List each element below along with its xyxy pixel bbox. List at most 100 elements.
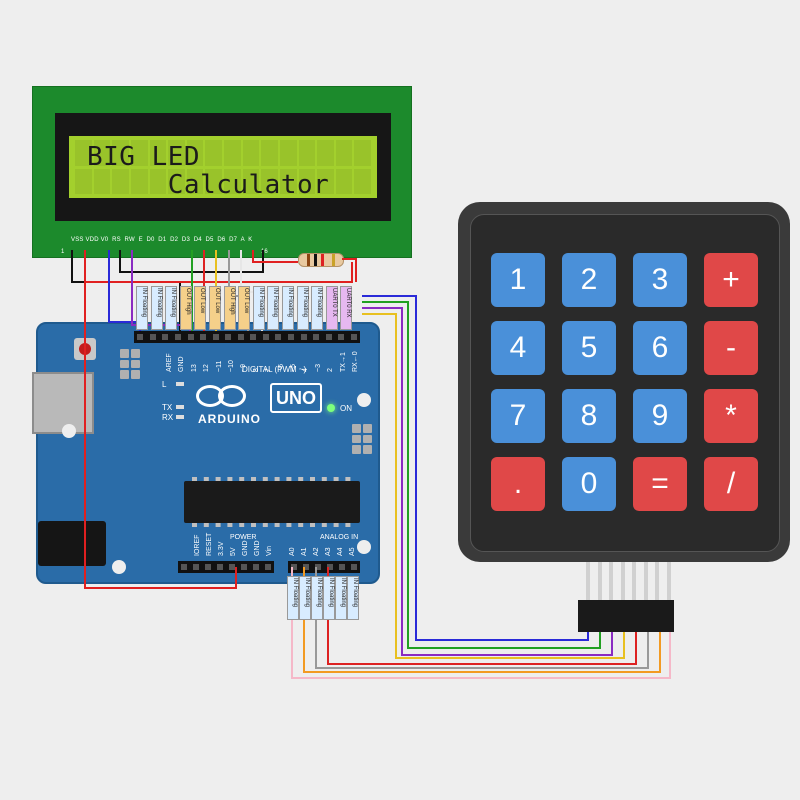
power-header [178, 561, 274, 573]
header-pin[interactable] [275, 334, 282, 340]
header-pin[interactable] [339, 564, 345, 570]
header-pin[interactable] [137, 334, 144, 340]
pin-state-text: UART0 TX [330, 288, 337, 317]
header-pin[interactable] [250, 334, 257, 340]
chip-pin [227, 477, 233, 482]
chip-pin [239, 477, 245, 482]
header-pin[interactable] [162, 334, 169, 340]
chip-pin [298, 477, 304, 482]
header-pin[interactable] [225, 334, 232, 340]
lcd-bezel: BIG LED Calculator [55, 113, 391, 221]
pin-state-text: IN Floating [340, 578, 346, 608]
wire-black-gnd [71, 250, 181, 331]
pin-state-tag: UART0 RX [340, 286, 353, 330]
header-pin[interactable] [325, 334, 332, 340]
header-pin[interactable] [187, 334, 194, 340]
header-pin[interactable] [291, 564, 297, 570]
keypad-key[interactable]: 2 [562, 253, 616, 307]
header-pin[interactable] [303, 564, 309, 570]
header-pin[interactable] [262, 334, 269, 340]
keypad-key[interactable]: 0 [562, 457, 616, 511]
keypad-key[interactable]: . [491, 457, 545, 511]
mcu-chip-pins [192, 477, 351, 527]
chip-pin [215, 522, 221, 527]
wire-red-5v [84, 250, 237, 589]
header-pin[interactable] [338, 334, 345, 340]
header-pin[interactable] [265, 564, 271, 570]
keypad-key[interactable]: * [704, 389, 758, 443]
lcd-pin-16-label: 16 [261, 249, 268, 255]
header-pin[interactable] [174, 334, 181, 340]
led-tx [176, 405, 184, 409]
header-pin[interactable] [351, 564, 357, 570]
keypad-key[interactable]: 4 [491, 321, 545, 375]
chip-pin [239, 522, 245, 527]
lcd-cell [242, 140, 260, 166]
pin-state-tag: OUT High [223, 286, 236, 330]
keypad-key[interactable]: / [704, 457, 758, 511]
header-pin[interactable] [193, 564, 199, 570]
keypad-key[interactable]: 3 [633, 253, 687, 307]
lcd-cell [224, 168, 241, 194]
keypad-key[interactable]: 7 [491, 389, 545, 443]
pin-state-text: IN Floating [316, 288, 323, 318]
header-pin[interactable] [241, 564, 247, 570]
icsp-header-2 [352, 424, 372, 454]
header-pin[interactable] [205, 564, 211, 570]
chip-pin [192, 477, 197, 482]
header-pin[interactable] [212, 334, 219, 340]
header-pin[interactable] [313, 334, 320, 340]
pin-state-text: OUT Low [199, 288, 206, 314]
ribbon-lead [597, 562, 602, 602]
mounting-hole [357, 393, 371, 407]
pin-state-text: IN Floating [287, 288, 293, 318]
keypad-key[interactable]: 1 [491, 253, 545, 307]
header-pin[interactable] [181, 564, 187, 570]
header-pin[interactable] [149, 334, 156, 340]
lcd-cell [354, 140, 371, 166]
lcd-cell [149, 140, 167, 166]
keypad-key[interactable]: 6 [633, 321, 687, 375]
keypad-key[interactable]: = [633, 457, 687, 511]
keypad-key[interactable]: - [704, 321, 758, 375]
header-pin[interactable] [229, 564, 235, 570]
lcd-cell [335, 140, 353, 166]
lcd-module[interactable]: BIG LED Calculator VSS VDD V0 RS RW E D0… [32, 86, 412, 258]
lcd-cell [279, 140, 297, 166]
ribbon-lead [586, 562, 590, 602]
led-rx [176, 415, 184, 419]
wire-green-kp2 [362, 301, 601, 649]
power-label: POWER [230, 534, 257, 541]
pin-state-tag: IN Floating [282, 286, 294, 330]
pin-state-text: IN Floating [304, 578, 310, 608]
header-pin[interactable] [217, 564, 223, 570]
resistor[interactable] [298, 253, 344, 267]
header-pin[interactable] [237, 334, 244, 340]
keypad-key[interactable]: 5 [562, 321, 616, 375]
lcd-cell [317, 140, 334, 166]
ribbon-lead [632, 562, 636, 602]
pin-state-tag: IN Floating [296, 286, 309, 330]
lcd-cell [130, 168, 148, 194]
header-pin[interactable] [300, 334, 307, 340]
pin-state-tag: IN Floating [311, 576, 323, 620]
header-pin[interactable] [315, 564, 321, 570]
header-pin[interactable] [200, 334, 207, 340]
lcd-cell [149, 168, 167, 194]
keypad-key[interactable]: + [704, 253, 758, 307]
header-pin[interactable] [350, 334, 357, 340]
keypad-key[interactable]: 8 [562, 389, 616, 443]
header-pin[interactable] [287, 334, 294, 340]
wire-blue-kp1 [362, 295, 589, 641]
chip-pin [333, 522, 339, 527]
lcd-pin-labels: VSS VDD V0 RS RW E D0 D1 D2 D3 D4 D5 D6 … [71, 237, 253, 243]
pin-state-tag: IN Floating [136, 286, 148, 330]
chip-pin [274, 522, 280, 527]
header-pin[interactable] [327, 564, 333, 570]
lcd-cell [279, 168, 297, 194]
keypad-key[interactable]: 9 [633, 389, 687, 443]
pin-state-tag: UART0 TX [325, 286, 338, 330]
header-pin[interactable] [253, 564, 259, 570]
lcd-cell [261, 140, 278, 166]
